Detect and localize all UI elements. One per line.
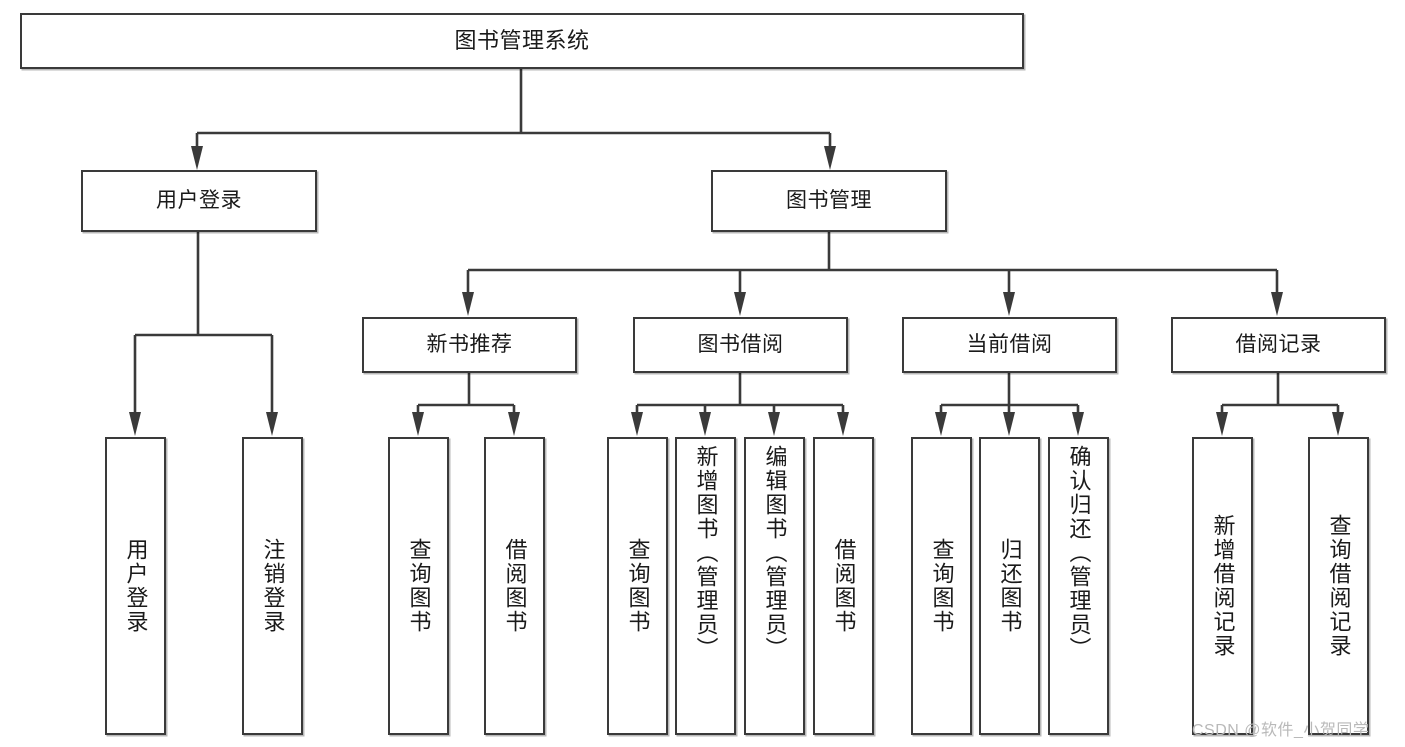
node-leaf-borrow-record-query[interactable]: 查询借阅记录 (1308, 437, 1369, 735)
node-new-book-recommend[interactable]: 新书推荐 (362, 317, 577, 373)
node-leaf-current-borrow-return[interactable]: 归还图书 (979, 437, 1040, 735)
node-leaf-current-borrow-query[interactable]: 查询图书 (911, 437, 972, 735)
node-label: 当前借阅 (966, 333, 1053, 357)
node-label: 查询借阅记录 (1326, 514, 1352, 658)
leaf-text-wrap: 查询图书 (390, 439, 447, 733)
node-leaf-book-borrow-borrow[interactable]: 借阅图书 (813, 437, 874, 735)
node-label: 图书借阅 (697, 333, 784, 357)
node-label: 图书管理 (786, 189, 872, 213)
node-leaf-user-login-signout[interactable]: 注销登录 (242, 437, 303, 735)
user-login-connectors (133, 232, 274, 413)
node-user-login[interactable]: 用户登录 (81, 170, 317, 232)
new-book-leaf-arrowheads (412, 412, 520, 436)
node-label: 借阅图书 (502, 538, 528, 634)
node-label: 归还图书 (997, 538, 1023, 634)
node-label: 借阅记录 (1235, 333, 1322, 357)
new-book-leaf-connectors (416, 373, 516, 413)
node-label: 用户登录 (156, 189, 242, 213)
node-leaf-user-login-signin[interactable]: 用户登录 (105, 437, 166, 735)
current-borrow-leaf-connectors (939, 373, 1080, 413)
user-login-arrowheads (129, 412, 278, 436)
node-root-library-management-system[interactable]: 图书管理系统 (20, 13, 1024, 69)
current-borrow-leaf-arrowheads (935, 412, 1084, 436)
leaf-text-wrap: 新增借阅记录 (1194, 439, 1251, 733)
node-label: 编辑图书（管理员） (762, 445, 788, 661)
node-label: 新增借阅记录 (1210, 514, 1236, 658)
node-borrow-record[interactable]: 借阅记录 (1171, 317, 1386, 373)
book-management-connectors (466, 232, 1279, 296)
leaf-text-wrap: 归还图书 (981, 439, 1038, 733)
leaf-text-wrap: 借阅图书 (815, 439, 872, 733)
node-leaf-new-book-borrow[interactable]: 借阅图书 (484, 437, 545, 735)
book-borrow-leaf-connectors (635, 373, 845, 413)
node-leaf-current-borrow-confirm-return[interactable]: 确认归还（管理员） (1048, 437, 1109, 735)
node-label: 用户登录 (123, 538, 149, 634)
node-leaf-book-borrow-edit[interactable]: 编辑图书（管理员） (744, 437, 805, 735)
leaf-text-wrap: 查询借阅记录 (1310, 439, 1367, 733)
leaf-text-wrap: 新增图书（管理员） (677, 439, 734, 733)
leaf-text-wrap: 查询图书 (609, 439, 666, 733)
node-label: 查询图书 (929, 538, 955, 634)
node-leaf-borrow-record-add[interactable]: 新增借阅记录 (1192, 437, 1253, 735)
node-label: 新增图书（管理员） (693, 445, 719, 661)
borrow-record-leaf-connectors (1220, 373, 1340, 413)
node-label: 查询图书 (406, 538, 432, 634)
borrow-record-leaf-arrowheads (1216, 412, 1344, 436)
node-label: 借阅图书 (831, 538, 857, 634)
node-book-management[interactable]: 图书管理 (711, 170, 947, 232)
root-to-level2-connectors (195, 69, 832, 158)
node-leaf-book-borrow-add[interactable]: 新增图书（管理员） (675, 437, 736, 735)
node-leaf-book-borrow-query[interactable]: 查询图书 (607, 437, 668, 735)
book-management-arrowheads (462, 292, 1283, 316)
book-borrow-leaf-arrowheads (631, 412, 849, 436)
node-label: 新书推荐 (426, 333, 513, 357)
node-label: 注销登录 (260, 538, 286, 634)
node-label: 查询图书 (625, 538, 651, 634)
csdn-watermark: CSDN @软件_小贺同学 (1192, 722, 1370, 739)
node-current-borrow[interactable]: 当前借阅 (902, 317, 1117, 373)
node-label: 图书管理系统 (454, 27, 590, 53)
leaf-text-wrap: 用户登录 (107, 439, 164, 733)
leaf-text-wrap: 编辑图书（管理员） (746, 439, 803, 733)
root-to-level2-arrowheads (191, 146, 836, 170)
leaf-text-wrap: 确认归还（管理员） (1050, 439, 1107, 733)
leaf-text-wrap: 查询图书 (913, 439, 970, 733)
node-leaf-new-book-query[interactable]: 查询图书 (388, 437, 449, 735)
node-label: 确认归还（管理员） (1066, 445, 1092, 661)
leaf-text-wrap: 注销登录 (244, 439, 301, 733)
leaf-text-wrap: 借阅图书 (486, 439, 543, 733)
node-book-borrow[interactable]: 图书借阅 (633, 317, 848, 373)
